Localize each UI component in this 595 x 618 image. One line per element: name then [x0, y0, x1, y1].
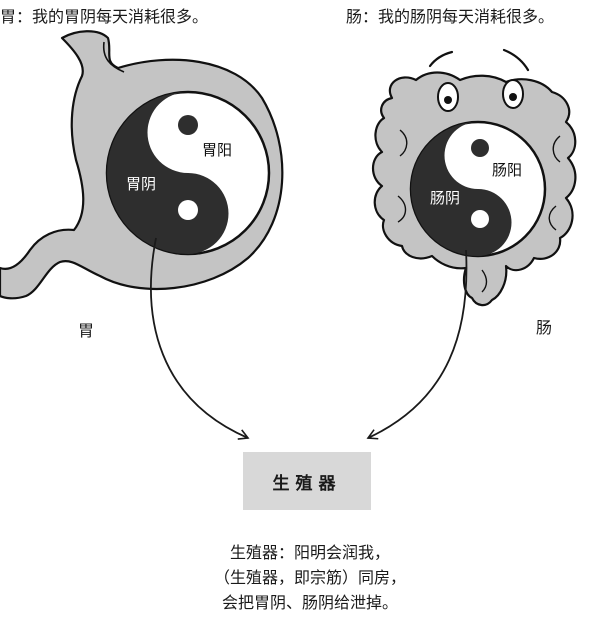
intestine-left-brow [428, 50, 454, 68]
intestine-yang-label: 肠阳 [492, 161, 522, 179]
intestine-yang-dot [471, 210, 489, 228]
intestine-right-pupil [509, 93, 517, 101]
stomach-yang-label: 胃阳 [202, 141, 232, 159]
intestine-organ-label: 肠 [536, 318, 553, 337]
stomach-arrow [150, 237, 250, 440]
intestine-left-pupil [444, 96, 452, 104]
explanation-line-3: 会把胃阴、肠阴给泄掉。 [221, 593, 398, 612]
intestine-folds [397, 129, 561, 293]
stomach-yin-dot [178, 115, 198, 135]
stomach-yin-label: 胃阴 [126, 175, 156, 193]
intestine-yin-label: 肠阴 [430, 189, 460, 207]
intestine-yinyang: 肠阳 肠阴 [409, 120, 547, 258]
intestine-caption: 肠：我的肠阴每天消耗很多。 [346, 7, 555, 26]
stomach-yin-half [107, 92, 229, 254]
explanation-line-1: 生殖器：阳明会润我， [229, 543, 390, 562]
stomach-organ-label: 胃 [78, 321, 95, 340]
intestine-arrow [366, 249, 468, 440]
stomach-yang-dot [178, 200, 198, 220]
genitals-box: 生殖器 [243, 452, 371, 510]
stomach-yinyang: 胃阳 胃阴 [105, 90, 271, 256]
explanation-line-2: （生殖器，即宗筋）同房， [213, 568, 406, 587]
intestine-yin-dot [471, 139, 489, 157]
stomach-caption: 胃：我的胃阴每天消耗很多。 [0, 7, 209, 26]
stomach-fold [102, 41, 125, 73]
explanation-text: 生殖器：阳明会润我， （生殖器，即宗筋）同房， 会把胃阴、肠阴给泄掉。 [160, 540, 460, 615]
genitals-box-label: 生殖器 [272, 473, 342, 494]
intestine-right-brow [502, 48, 530, 72]
